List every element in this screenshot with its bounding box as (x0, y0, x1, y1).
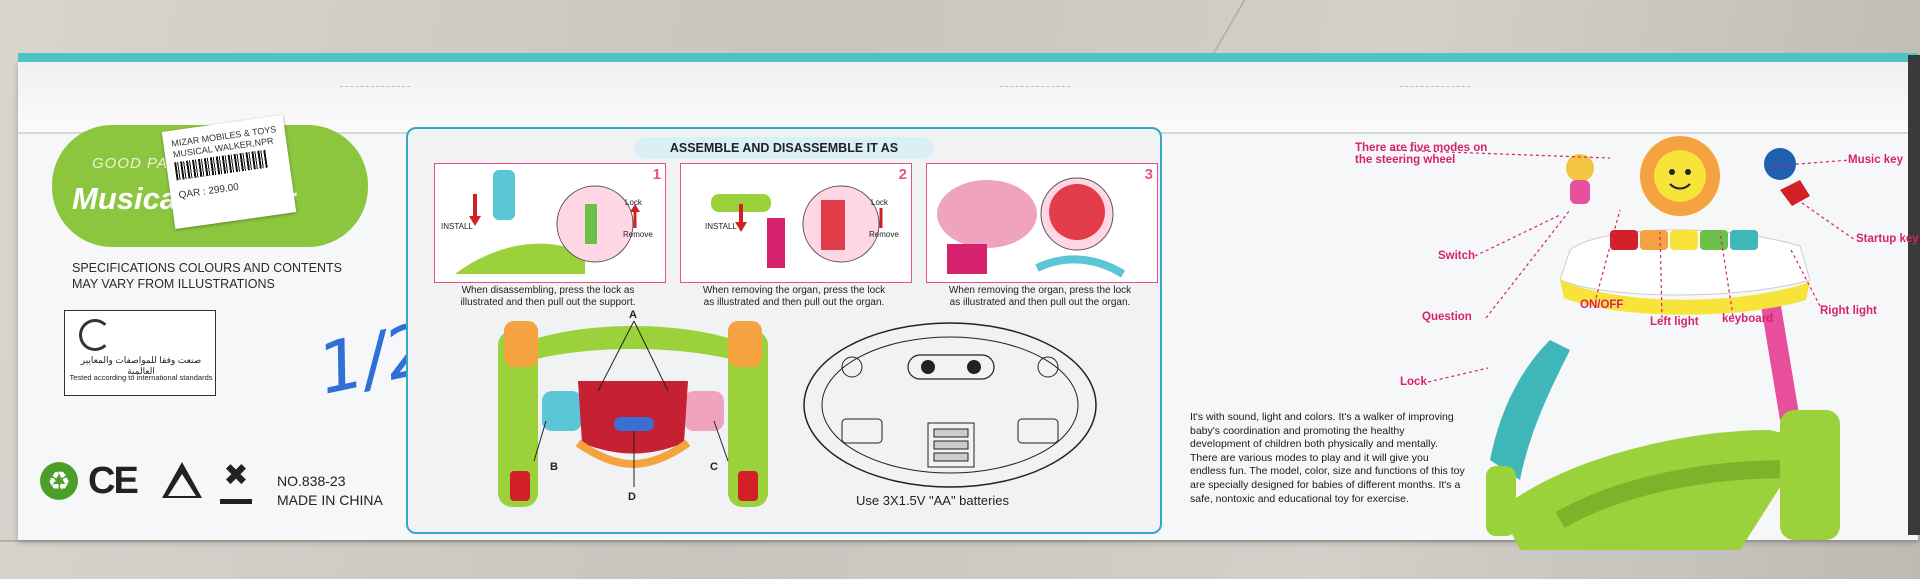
certification-english: Tested according to international standa… (69, 373, 213, 382)
callout-startup-key: Startup key (1856, 233, 1919, 245)
model-number: NO.838-23 (277, 473, 346, 489)
callout-music-key: Music key (1848, 154, 1903, 166)
lid-dash (340, 86, 410, 87)
label-d: D (628, 491, 636, 503)
callout-modes: There are five modes on the steering whe… (1355, 142, 1487, 166)
label-a: A (629, 309, 637, 321)
caption-line: as illustrated and then pull out the org… (949, 297, 1131, 308)
assembly-step-3: 3 (926, 163, 1158, 283)
lid-dash (1400, 86, 1470, 87)
certification-box: صنعت وفقا للمواصفات والمعايير العالمية T… (64, 310, 216, 396)
step-install-label: INSTALL (441, 222, 473, 231)
step-number: 3 (1144, 166, 1153, 183)
assembly-step-2: 2 INSTALL Lock Remove (680, 163, 912, 283)
caption-line: When removing the organ, press the lock (702, 285, 886, 296)
step-3-illustration (937, 177, 1126, 278)
step-1-illustration (455, 170, 640, 274)
step-install-label: INSTALL (705, 222, 737, 231)
assembly-panel: ASSEMBLE AND DISASSEMBLE IT AS ILLUSTRAT… (406, 127, 1162, 534)
model-info: NO.838-23 MADE IN CHINA (277, 472, 383, 510)
crossed-bin-bar (220, 499, 252, 504)
label-c: C (710, 461, 718, 473)
battery-note: Use 3X1.5V "AA" batteries (856, 493, 1010, 508)
callout-left-light: Left light (1650, 316, 1699, 328)
recycle-icon: ♻ (40, 462, 78, 500)
callout-on-off: ON/OFF (1580, 299, 1624, 311)
caption-line: When disassembling, press the lock as (461, 285, 635, 296)
ce-mark: CE (88, 460, 139, 502)
crossed-bin-icon: ✖ (223, 459, 249, 492)
walker-frame-illustration (498, 320, 768, 507)
callout-right-light: Right light (1820, 305, 1877, 317)
step-3-caption: When removing the organ, press the lock … (924, 285, 1156, 309)
certification-arabic: صنعت وفقا للمواصفات والمعايير العالمية (80, 355, 202, 376)
label-b: B (550, 461, 558, 473)
step-number: 2 (898, 166, 907, 183)
step-lock-label: Lock (625, 198, 642, 207)
step-remove-label: Remove (623, 230, 653, 239)
step-remove-label: Remove (869, 230, 899, 239)
step-2-caption: When removing the organ, press the lock … (678, 285, 910, 309)
step-number: 1 (652, 166, 661, 183)
callout-lock: Lock (1400, 376, 1427, 388)
walker-product-photo (1486, 136, 1840, 550)
callout-question: Question (1422, 311, 1472, 323)
callout-modes-line-1: There are five modes on (1355, 142, 1488, 154)
lid-dash (1000, 86, 1070, 87)
callout-keyboard: keyboard (1722, 313, 1774, 325)
caption-line: as illustrated and then pull out the org… (703, 297, 885, 308)
box-edge-shadow (1908, 55, 1920, 535)
product-description: It's with sound, light and colors. It's … (1190, 411, 1465, 505)
step-1-caption: When disassembling, press the lock as il… (432, 285, 664, 309)
callout-modes-line-2: the steering wheel (1355, 154, 1456, 166)
spec-line-1: SPECIFICATIONS COLOURS AND CONTENTS (72, 261, 342, 275)
certification-logo-icon (79, 319, 111, 351)
made-in: MADE IN CHINA (277, 492, 383, 508)
assembly-step-1: 1 INSTALL Lock Remove (434, 163, 666, 283)
spec-line-2: MAY VARY FROM ILLUSTRATIONS (72, 277, 275, 291)
caption-line: illustrated and then pull out the suppor… (460, 297, 636, 308)
step-lock-label: Lock (871, 198, 888, 207)
specifications-note: SPECIFICATIONS COLOURS AND CONTENTS MAY … (72, 260, 342, 292)
caption-line: When removing the organ, press the lock (948, 285, 1132, 296)
battery-compartment-illustration (803, 322, 1097, 488)
callout-switch: Switch (1438, 250, 1476, 262)
recycle-triangle-inner (168, 474, 196, 496)
step-2-illustration (711, 185, 883, 268)
floor-tile-seam (0, 540, 1920, 542)
